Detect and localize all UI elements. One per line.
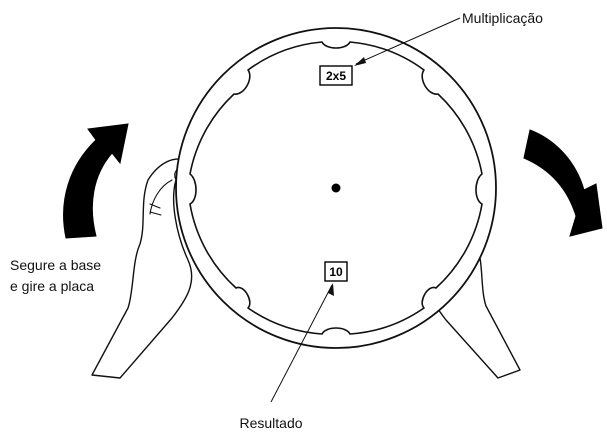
instruction-line-2: e gire a placa xyxy=(10,278,94,294)
multiplication-label: Multiplicação xyxy=(462,10,543,26)
multiplication-leader xyxy=(354,17,461,66)
curved-arrow-up-icon xyxy=(63,123,129,239)
multiplication-value: 2x5 xyxy=(326,69,346,83)
result-leader xyxy=(270,283,334,403)
multiplication-window: 2x5 xyxy=(319,65,353,86)
inner-disc[interactable] xyxy=(189,41,483,335)
curved-arrow-down-icon xyxy=(523,129,603,237)
center-pivot xyxy=(331,183,341,193)
result-label: Resultado xyxy=(239,415,302,431)
result-window: 10 xyxy=(324,261,348,282)
result-value: 10 xyxy=(329,265,343,279)
instruction-line-1: Segure a base xyxy=(10,257,101,273)
